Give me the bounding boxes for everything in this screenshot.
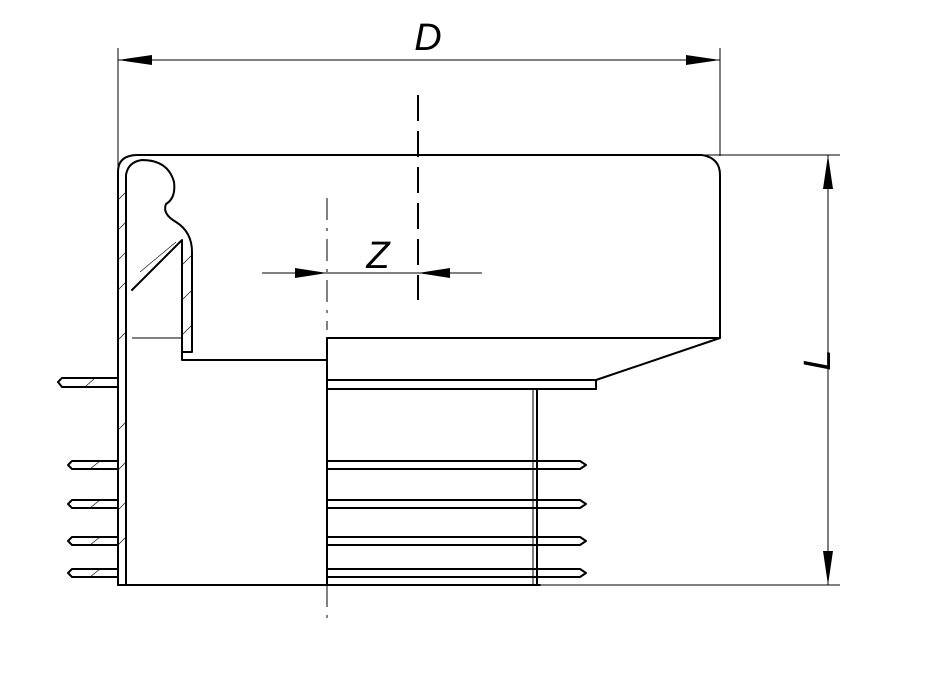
left-fins (57, 377, 119, 578)
fin-right-3 (326, 536, 587, 546)
fin-left-4 (67, 536, 119, 546)
inner-step (181, 337, 721, 361)
fin-left-5 (67, 568, 119, 578)
fin-right-1 (326, 460, 587, 470)
left-outer-wall (117, 154, 139, 586)
arrow-top (823, 155, 833, 189)
fitting-body (57, 154, 721, 586)
fin-right-2 (326, 499, 587, 509)
label-z: Z (365, 235, 391, 277)
label-d: D (414, 17, 441, 59)
dimension-l: L (540, 154, 840, 586)
label-l: L (797, 349, 839, 370)
seal-lip-profile (125, 159, 193, 353)
right-fins (326, 460, 587, 578)
arrow-bottom (823, 551, 833, 585)
arrow-right (686, 55, 720, 65)
fin-left-3 (67, 499, 119, 509)
arrow-left (118, 55, 152, 65)
wall-hatching (117, 191, 193, 546)
dimension-d: D (117, 17, 721, 180)
fin-left-2 (67, 460, 119, 470)
dimension-z: Z (262, 235, 482, 278)
arrow-z-right (418, 268, 450, 278)
outer-contour (137, 154, 721, 381)
fin-right-4 (326, 568, 587, 578)
fin-left-1 (57, 377, 119, 388)
arrow-z-left (295, 268, 327, 278)
